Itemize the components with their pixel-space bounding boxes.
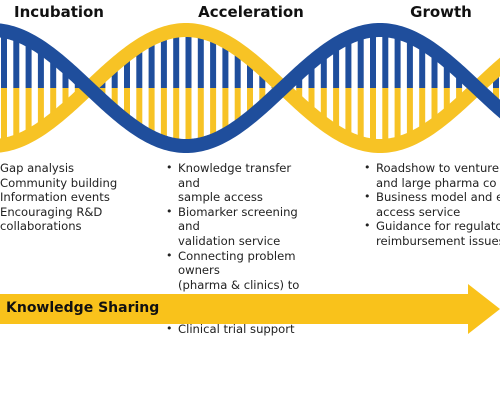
- knowledge-sharing-arrow: [0, 284, 500, 334]
- helix-rung-bottom: [382, 88, 389, 141]
- helix-rung-bottom: [456, 88, 463, 100]
- helix-rung-top: [431, 56, 438, 88]
- helix-rung-bottom: [13, 88, 20, 137]
- helix-rung-top: [357, 37, 364, 88]
- helix-rung-top: [25, 44, 32, 88]
- helix-rung-bottom: [370, 88, 376, 141]
- helix-rung-bottom: [25, 88, 32, 132]
- helix-rung-top: [111, 69, 118, 88]
- helix-rung-top: [406, 41, 413, 88]
- helix-rung-bottom: [124, 88, 130, 117]
- helix-rung-top: [382, 35, 389, 88]
- helix-rung-bottom: [333, 88, 340, 127]
- helix-rung-top: [443, 65, 450, 88]
- helix-rung-bottom: [443, 88, 450, 111]
- bullet-item: Information events: [0, 190, 138, 205]
- helix-rung-top: [173, 35, 180, 88]
- helix-rung-bottom: [173, 88, 180, 141]
- incubation-bullets: Gap analysis Community building Informat…: [0, 161, 138, 234]
- helix-rung-top: [247, 63, 253, 88]
- helix-rung-bottom: [345, 88, 352, 134]
- helix-rung-top: [124, 59, 130, 88]
- helix-rung-bottom: [234, 88, 241, 122]
- bullet-item: Clinical trial support: [166, 322, 316, 337]
- helix-strand-yellow: [0, 22, 500, 154]
- helix-rung-top: [259, 73, 266, 88]
- helix-rung-bottom: [431, 88, 438, 120]
- bullet-item: Knowledge transfer and sample access: [166, 161, 316, 205]
- helix-rung-top: [296, 77, 303, 88]
- helix-rung-top: [493, 75, 499, 88]
- helix-rung-bottom: [37, 88, 44, 124]
- helix-rung-top: [320, 57, 327, 88]
- bullet-item: Business model and ex access service: [364, 190, 500, 219]
- helix-rung-bottom: [357, 88, 364, 139]
- helix-rung-top: [394, 37, 401, 88]
- helix-rung-bottom: [296, 88, 303, 99]
- arrow-label: Knowledge Sharing: [6, 300, 160, 316]
- helix-rung-top: [37, 52, 44, 88]
- helix-rung-bottom: [247, 88, 253, 113]
- helix-rung-top: [1, 36, 7, 88]
- helix-rung-top: [13, 39, 20, 88]
- helix-rung-bottom: [148, 88, 155, 133]
- helix-rung-top: [345, 42, 352, 88]
- helix-rung-top: [419, 48, 426, 88]
- helix-rung-bottom: [394, 88, 401, 139]
- helix-rung-top: [308, 67, 315, 88]
- helix-rung-top: [160, 38, 167, 88]
- bullet-item: Guidance for regulato reimbursement issu…: [364, 219, 500, 248]
- stage-title-acceleration: Acceleration: [198, 3, 304, 21]
- dna-helix: [0, 22, 500, 154]
- helix-rung-bottom: [308, 88, 315, 109]
- bullet-item: Community building: [0, 176, 138, 191]
- bullet-item: Biomarker screening and validation servi…: [166, 205, 316, 249]
- helix-rung-top: [185, 35, 192, 88]
- helix-rung-top: [136, 50, 143, 88]
- helix-rung-top: [370, 35, 376, 88]
- helix-rung-top: [210, 40, 217, 88]
- helix-strands: [0, 22, 500, 154]
- helix-rung-bottom: [210, 88, 217, 136]
- helix-rung-top: [50, 61, 57, 88]
- bullet-item: Roadshow to venture and large pharma co: [364, 161, 500, 190]
- helix-rung-bottom: [160, 88, 167, 138]
- helix-rung-top: [234, 54, 241, 88]
- acceleration-bullets: Knowledge transfer and sample access Bio…: [166, 161, 316, 336]
- helix-rung-bottom: [406, 88, 413, 135]
- helix-rung-top: [148, 43, 155, 88]
- bullet-item: Encouraging R&D collaborations: [0, 205, 138, 234]
- helix-rung-top: [456, 76, 463, 88]
- helix-rung-bottom: [50, 88, 57, 115]
- helix-rung-top: [222, 46, 229, 88]
- helix-rung-bottom: [136, 88, 143, 126]
- bullet-item: Gap analysis: [0, 161, 138, 176]
- helix-rung-bottom: [62, 88, 69, 105]
- helix-rung-bottom: [320, 88, 327, 119]
- growth-bullets: Roadshow to venture and large pharma co …: [364, 161, 500, 249]
- helix-rung-top: [62, 71, 69, 88]
- helix-rung-bottom: [197, 88, 204, 140]
- helix-rung-top: [197, 36, 204, 88]
- helix-rung-bottom: [111, 88, 118, 107]
- helix-rung-top: [333, 49, 340, 88]
- helix-strand-blue: [0, 22, 500, 154]
- stage-title-growth: Growth: [410, 3, 472, 21]
- helix-rung-bottom: [259, 88, 266, 103]
- stage-title-incubation: Incubation: [14, 3, 104, 21]
- helix-rung-bottom: [419, 88, 426, 128]
- helix-rung-bottom: [493, 88, 499, 101]
- helix-rung-bottom: [185, 88, 192, 141]
- helix-rung-bottom: [222, 88, 229, 130]
- helix-rung-bottom: [1, 88, 7, 140]
